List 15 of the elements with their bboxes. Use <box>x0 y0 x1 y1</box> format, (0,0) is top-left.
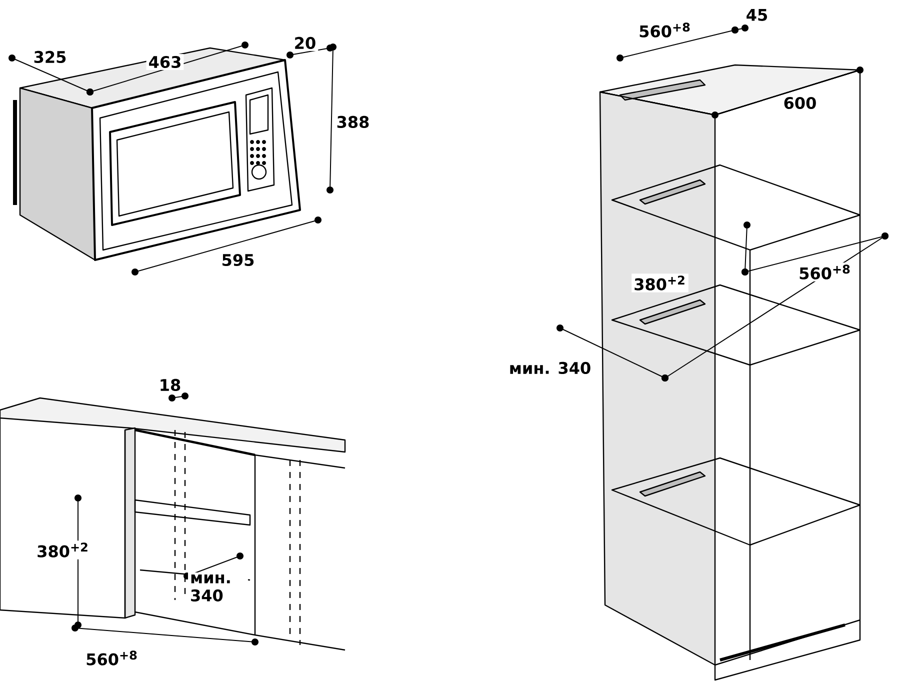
dimension-label: 18 <box>156 376 184 394</box>
dimension-label: 595 <box>219 252 257 268</box>
dimension-label: 600 <box>781 94 819 112</box>
dimension-label: 560$^{+8}$ <box>636 20 694 40</box>
dimension-label: 20 <box>292 34 318 52</box>
dimension-label: 560$^{+8}$ <box>84 648 140 668</box>
dimension-label: 45 <box>744 7 770 23</box>
dimension-label: 380$^{+2}$ <box>632 274 688 292</box>
dimension-label: мин. 340 <box>188 572 248 604</box>
dimension-label: 463 <box>146 54 184 70</box>
dimension-label: 560$^{+8}$ <box>796 262 854 282</box>
dimension-label: 380$^{+2}$ <box>34 540 92 560</box>
dimension-label: 325 <box>31 48 69 66</box>
dimension-label: 388 <box>334 114 372 130</box>
dimension-label: мин. 340 <box>506 360 594 376</box>
